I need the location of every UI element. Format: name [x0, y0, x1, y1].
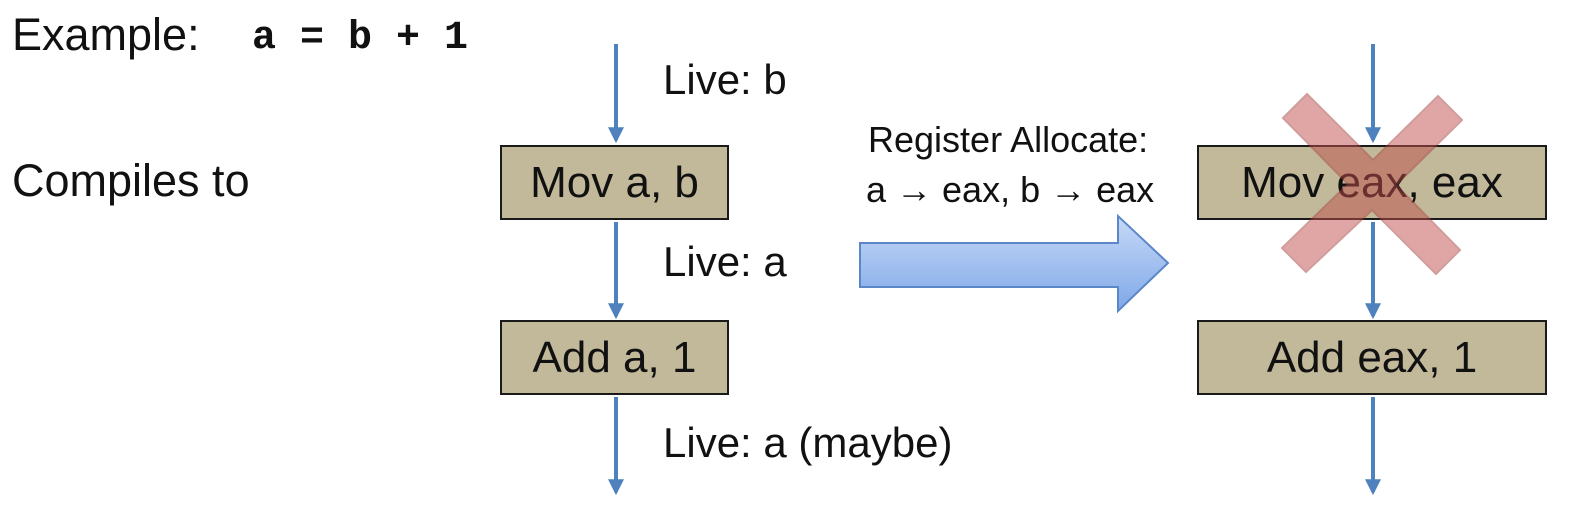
- example-label: Example:: [12, 9, 200, 60]
- register-allocate-mapping: a → eax, b → eax: [866, 169, 1155, 210]
- left-instr-mov: Mov a, b: [500, 145, 729, 220]
- compiles-to-label: Compiles to: [12, 155, 250, 206]
- register-allocate-title: Register Allocate:: [868, 119, 1149, 160]
- transform-arrow: [859, 213, 1170, 314]
- live-label-before: Live: b: [663, 56, 787, 103]
- example-code: a = b + 1: [252, 16, 469, 61]
- left-instr-add: Add a, 1: [500, 320, 729, 395]
- live-label-mid: Live: a: [663, 238, 787, 285]
- live-label-after: Live: a (maybe): [663, 419, 953, 466]
- right-instr-add: Add eax, 1: [1197, 320, 1547, 395]
